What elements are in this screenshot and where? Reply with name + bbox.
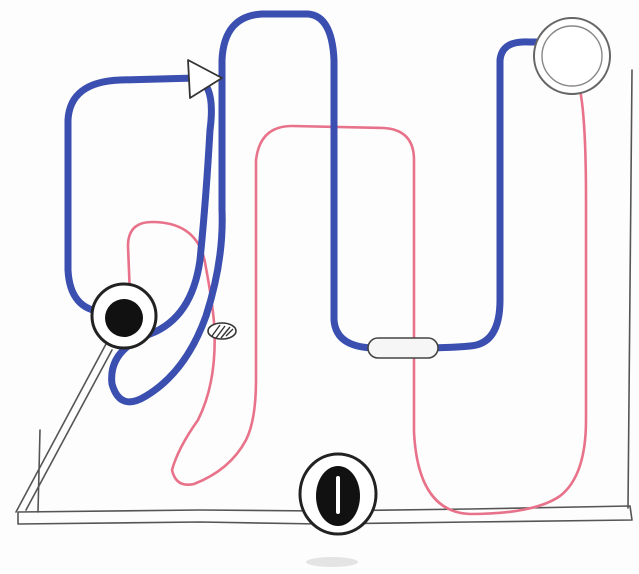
hatched-clip-icon [207,322,237,340]
dark-ring-icon [90,282,158,350]
stand-right-post [627,69,633,509]
capsule-icon [367,337,439,359]
dark-ring-icon [298,452,378,536]
stand-left-strut-inner [25,349,113,511]
node-shadow [306,557,358,567]
stand-left-strut [15,343,107,513]
stand-base [17,505,633,525]
red-tube [126,88,588,516]
stand-left-strut-back [37,429,41,513]
open-ring-icon [533,17,611,95]
triangle-arrow-icon [187,59,223,99]
